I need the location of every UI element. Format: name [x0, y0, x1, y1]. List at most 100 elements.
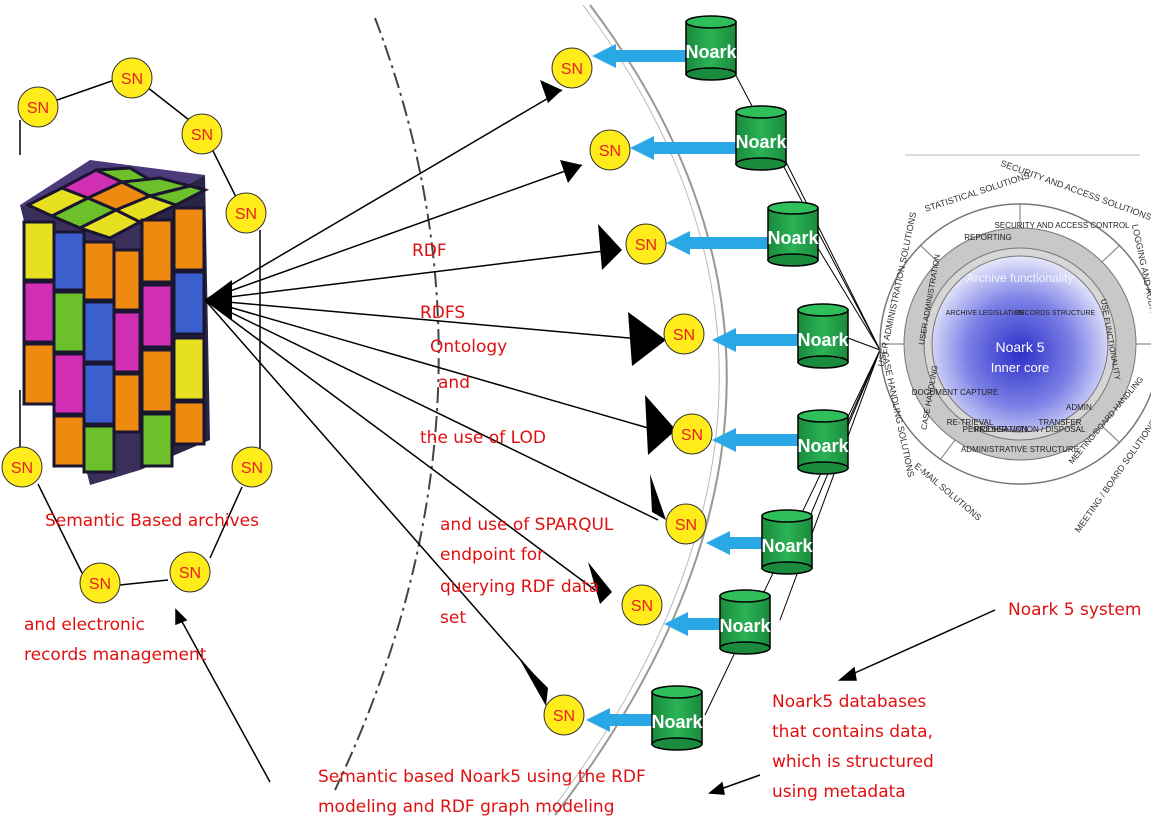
label-rdfs: RDFS	[420, 303, 465, 323]
database-3: Noark	[767, 201, 819, 267]
database-label: Noark	[761, 536, 813, 556]
sn-label: SN	[27, 100, 49, 117]
left-caption-line3: records management	[24, 645, 207, 665]
blue-arrows	[586, 44, 798, 732]
bottom-caption-line2: modeling and RDF graph modeling	[318, 797, 615, 817]
database-8: Noark	[651, 685, 703, 751]
arrowhead-cube	[205, 280, 232, 320]
blue-arrow	[592, 44, 686, 68]
database-label: Noark	[735, 132, 787, 152]
label-ontology: Ontology	[430, 337, 507, 357]
arrowhead	[540, 80, 562, 103]
left-caption-line2: and electronic	[24, 615, 145, 635]
database-1: Noark	[685, 15, 737, 81]
arrowhead	[520, 660, 548, 706]
blue-arrow	[630, 136, 736, 160]
blue-arrow	[712, 328, 798, 352]
sn-node: SN	[589, 129, 631, 171]
sn-label: SN	[89, 576, 111, 593]
arrowhead	[598, 224, 622, 270]
rubiks-cube-image	[20, 160, 210, 485]
sn-node: SN	[111, 57, 153, 99]
sn-label: SN	[599, 143, 621, 160]
sn-label: SN	[235, 206, 257, 223]
wheel-records-structure: RECORDS STRUCTURE	[1015, 310, 1095, 317]
databases-caption-line2: that contains data,	[772, 722, 933, 742]
annotation-arrows	[175, 608, 996, 795]
arrowhead	[588, 562, 612, 604]
wheel-center-title: Noark 5	[995, 339, 1044, 355]
wheel-inner-label: PERIODI-SATION	[963, 425, 1028, 434]
blue-arrow	[586, 708, 652, 732]
boundary-arc-left	[334, 17, 440, 791]
sn-node: SN	[169, 551, 211, 593]
bottom-caption-line1: Semantic based Noark5 using the RDF	[318, 767, 646, 787]
arrowhead	[560, 160, 582, 183]
sn-node: SN	[551, 47, 593, 89]
noark5-system-label: Noark 5 system	[1008, 600, 1141, 620]
sn-node: SN	[671, 413, 713, 455]
sn-label: SN	[553, 708, 575, 725]
sn-node: SN	[181, 113, 223, 155]
sn-label: SN	[561, 61, 583, 78]
database-stack: Noark Noark Noark Noark Noark	[651, 15, 849, 751]
sn-label: SN	[635, 237, 657, 254]
sn-node: SN	[625, 223, 667, 265]
database-label: Noark	[685, 42, 737, 62]
sn-node: SN	[225, 192, 267, 234]
sparql-line3: querying RDF data	[440, 577, 599, 597]
left-caption-line1: Semantic Based archives	[45, 511, 259, 531]
wheel-inner-label: REPORTING	[964, 233, 1011, 242]
wheel-inner-label: PRESER-VATION / DISPOSAL	[975, 425, 1086, 434]
sn-node: SN	[231, 446, 273, 488]
label-rdf: RDF	[412, 241, 447, 261]
wheel-archive-functionality: Archive functionality	[967, 271, 1074, 285]
wheel-inner-label: TRANSFER	[1038, 418, 1081, 427]
label-lod: the use of LOD	[420, 428, 546, 448]
arrowhead	[645, 395, 676, 455]
sn-label: SN	[631, 598, 653, 615]
sn-label: SN	[179, 565, 201, 582]
wheel-inner-label: ADMINISTRATIVE STRUCTURE	[961, 445, 1079, 454]
boundary-arc-right-inner	[547, 4, 720, 816]
arrowhead	[628, 312, 666, 366]
sparql-line4: set	[440, 608, 466, 628]
sparql-line2: endpoint for	[440, 545, 544, 565]
database-6: Noark	[761, 509, 813, 575]
sparql-line1: and use of SPARQUL	[440, 515, 614, 535]
database-7: Noark	[719, 589, 771, 655]
noark5-wheel: Archive functionality ARCHIVE LEGISLATIO…	[876, 154, 1151, 534]
sn-nodes: SN SN SN SN SN SN SN SN SN SN SN SN SN S…	[1, 47, 713, 736]
sn-label: SN	[673, 327, 695, 344]
sn-label: SN	[681, 427, 703, 444]
rdf-arrowheads	[205, 80, 676, 706]
sn-label: SN	[675, 517, 697, 534]
arrowhead	[650, 474, 666, 520]
annotations: Semantic Based archives and electronic r…	[24, 241, 1141, 817]
sn-label: SN	[191, 127, 213, 144]
sn-node: SN	[79, 562, 121, 604]
database-label: Noark	[797, 330, 849, 350]
sn-node: SN	[621, 584, 663, 626]
wheel-inner-label: DOCUMENT CAPTURE	[912, 388, 999, 397]
blue-arrow	[666, 231, 768, 255]
sn-label: SN	[121, 71, 143, 88]
database-label: Noark	[719, 616, 771, 636]
sn-node: SN	[543, 694, 585, 736]
sn-label: SN	[11, 460, 33, 477]
rdf-links	[204, 89, 663, 683]
boundary-arc-right	[554, 4, 728, 816]
wheel-center-subtitle: Inner core	[991, 360, 1050, 375]
sn-node: SN	[663, 313, 705, 355]
database-label: Noark	[797, 436, 849, 456]
database-5: Noark	[797, 409, 849, 475]
database-label: Noark	[651, 712, 703, 732]
wheel-inner-label: ADMIN.	[1066, 403, 1094, 412]
wheel-archive-legislation: ARCHIVE LEGISLATION	[946, 310, 1024, 317]
label-and: and	[438, 373, 470, 393]
blue-arrow	[712, 428, 798, 452]
database-2: Noark	[735, 105, 787, 171]
sn-label: SN	[241, 460, 263, 477]
